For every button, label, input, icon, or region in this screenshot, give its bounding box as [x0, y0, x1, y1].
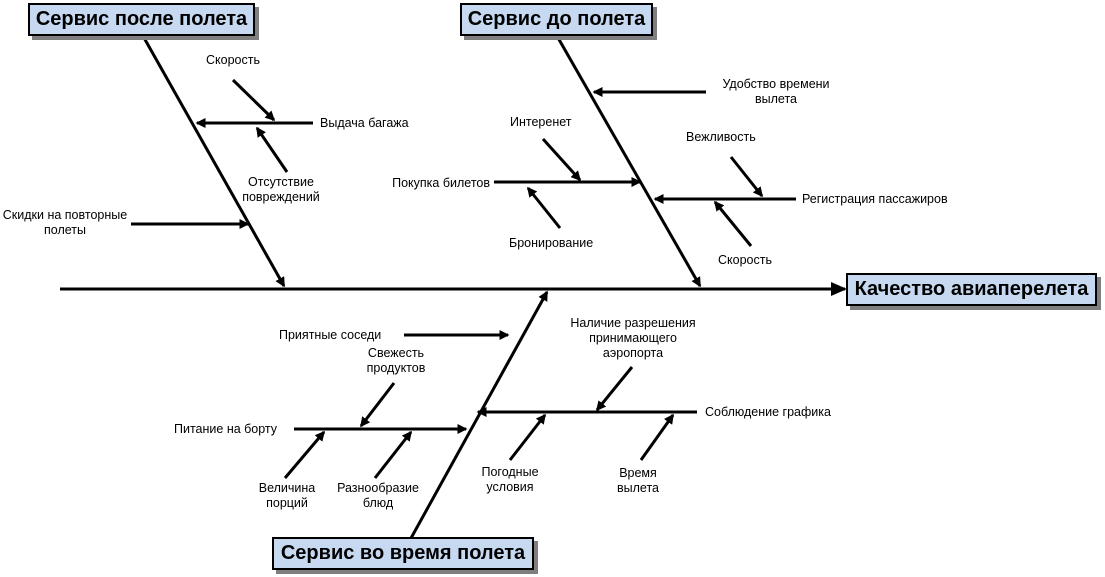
- cause-politeness: Вежливость: [686, 130, 756, 144]
- cause-schedule: Соблюдение графика: [705, 405, 831, 419]
- cause-permission: Наличие разрешения принимающего аэропорт…: [570, 316, 696, 360]
- effect-label: Качество авиаперелета: [854, 278, 1089, 300]
- cause-freshness: Свежесть продуктов: [366, 346, 426, 375]
- cause-departure-time: Время вылета: [617, 466, 659, 495]
- bone-after: [141, 35, 286, 288]
- cause-baggage: Выдача багажа: [320, 116, 409, 130]
- arrow-variety: [373, 430, 413, 479]
- bone-before: [555, 35, 702, 288]
- category-before-flight: Сервис до полета: [460, 3, 653, 36]
- cause-booking: Бронирование: [509, 236, 594, 250]
- category-after-flight: Сервис после полета: [28, 3, 255, 36]
- arrow-after-speed: [231, 78, 276, 122]
- cause-before-speed: Скорость: [718, 253, 772, 267]
- category-during-flight-label: Сервис во время полета: [280, 542, 526, 564]
- effect-box: Качество авиаперелета: [846, 273, 1097, 306]
- arrow-before-speed: [713, 200, 753, 247]
- cause-registration: Регистрация пассажиров: [802, 192, 948, 206]
- arrow-internet: [541, 137, 582, 182]
- arrow-politeness: [729, 156, 764, 198]
- category-before-flight-label: Сервис до полета: [467, 8, 646, 30]
- cause-variety: Разнообразие блюд: [337, 481, 419, 510]
- cause-internet: Интеренет: [510, 115, 572, 129]
- category-during-flight: Сервис во время полета: [272, 537, 534, 570]
- arrow-permission: [595, 366, 634, 412]
- arrow-freshness: [359, 382, 396, 428]
- cause-no-damage: Отсутствие повреждений: [242, 175, 320, 204]
- arrow-departure-time: [639, 413, 675, 461]
- category-after-flight-label: Сервис после полета: [35, 8, 248, 30]
- cause-discounts: Скидки на повторные полеты: [2, 208, 128, 237]
- bone-during: [408, 290, 549, 541]
- arrow-booking: [526, 186, 562, 229]
- cause-convenience: Удобство времени вылета: [722, 77, 830, 106]
- cause-weather: Погодные условия: [481, 465, 539, 494]
- arrow-weather: [508, 413, 547, 461]
- arrow-no-damage: [255, 126, 289, 173]
- arrow-portions: [283, 430, 326, 479]
- cause-food: Питание на борту: [174, 422, 278, 436]
- cause-tickets: Покупка билетов: [392, 176, 490, 190]
- cause-neighbors: Приятные соседи: [279, 328, 382, 342]
- cause-portions: Величина порций: [258, 481, 316, 510]
- cause-after-speed: Скорость: [206, 53, 260, 67]
